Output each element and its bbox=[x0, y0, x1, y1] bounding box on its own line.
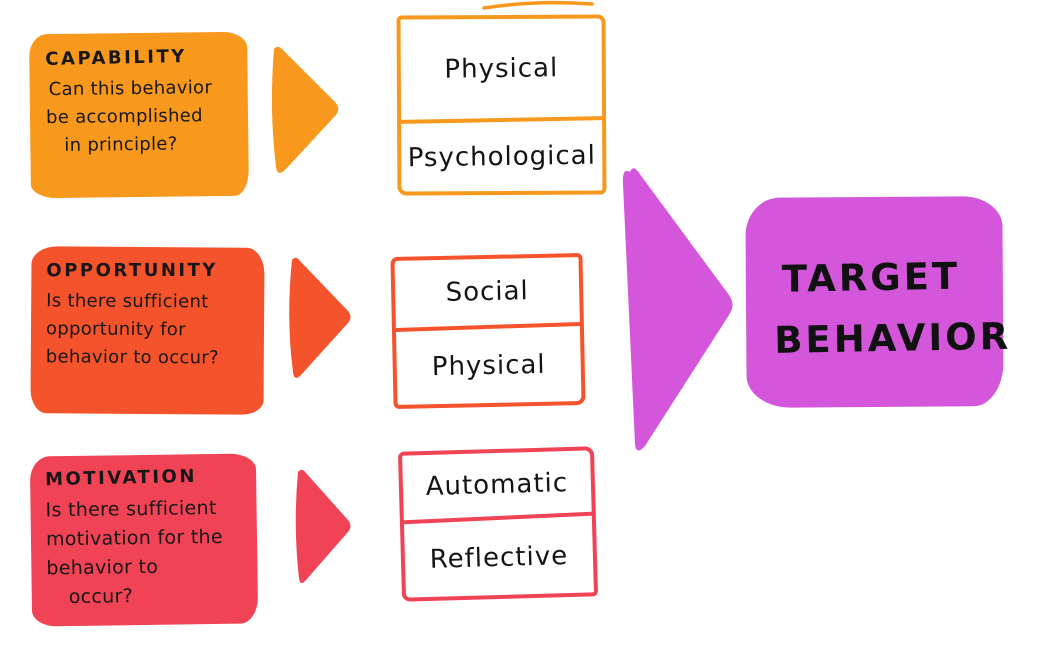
motivation-title: MOTIVATION bbox=[44, 465, 198, 491]
capability-arrow-icon bbox=[265, 42, 343, 177]
capability-question-line: Can this behavior bbox=[48, 77, 213, 101]
opportunity-components-table: Social Physical bbox=[390, 253, 586, 409]
target-behavior-card: TARGET BEHAVIOR bbox=[745, 196, 1012, 408]
opportunity-question-line: behavior to occur? bbox=[45, 346, 219, 369]
capability-component-psychological: Psychological bbox=[407, 140, 597, 173]
target-behavior-label-line: BEHAVIOR bbox=[773, 314, 1012, 362]
motivation-question: Is there sufficient motivation for the b… bbox=[45, 494, 250, 613]
motivation-components-table: Automatic Reflective bbox=[397, 446, 599, 602]
capability-question-line: be accomplished bbox=[45, 105, 203, 129]
opportunity-component-social: Social bbox=[445, 276, 530, 308]
capability-title: CAPABILITY bbox=[45, 46, 188, 70]
motivation-question-line: motivation for the bbox=[45, 525, 224, 551]
motivation-component-reflective: Reflective bbox=[429, 540, 569, 575]
capability-component-physical: Physical bbox=[444, 52, 559, 85]
motivation-question-line: occur? bbox=[68, 585, 134, 609]
capability-question-line: in principle? bbox=[64, 133, 178, 156]
opportunity-question: Is there sufficient opportunity for beha… bbox=[46, 287, 257, 372]
capability-components-table: Physical Psychological bbox=[396, 14, 607, 196]
motivation-question-line: Is there sufficient bbox=[45, 496, 217, 522]
target-arrow-icon bbox=[617, 162, 741, 456]
stray-pen-stroke bbox=[482, 0, 594, 10]
target-behavior-label-line: TARGET bbox=[781, 254, 961, 301]
opportunity-question-line: opportunity for bbox=[45, 318, 186, 341]
motivation-arrow-icon bbox=[289, 466, 353, 586]
opportunity-card: OPPORTUNITY Is there sufficient opportun… bbox=[30, 246, 265, 415]
opportunity-question-line: Is there sufficient bbox=[46, 290, 209, 313]
motivation-component-automatic: Automatic bbox=[425, 467, 569, 502]
opportunity-arrow-icon bbox=[282, 254, 354, 381]
motivation-card: MOTIVATION Is there sufficient motivatio… bbox=[29, 453, 259, 627]
capability-card: CAPABILITY Can this behavior be accompli… bbox=[29, 31, 249, 199]
capability-question: Can this behavior be accomplished in pri… bbox=[46, 74, 239, 160]
opportunity-component-physical: Physical bbox=[431, 349, 546, 383]
opportunity-title: OPPORTUNITY bbox=[46, 259, 218, 282]
motivation-question-line: behavior to bbox=[46, 555, 159, 580]
